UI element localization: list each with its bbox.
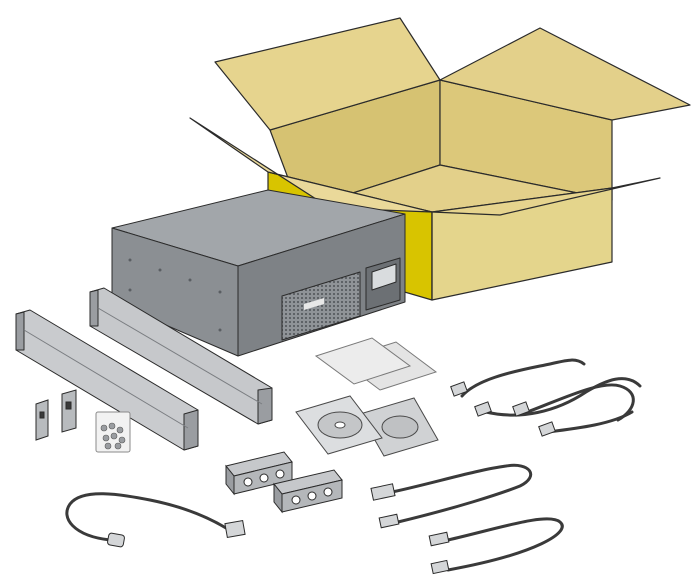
documentation: [314, 337, 438, 391]
output-power-cords: [460, 358, 642, 434]
cd-disc-2: [381, 415, 419, 439]
output-cord-2: [484, 377, 642, 417]
ups-logo: [304, 297, 324, 311]
bracket-right: [61, 389, 77, 433]
rail-left: [15, 309, 199, 451]
bracket-left: [35, 399, 49, 441]
mounting-brackets: [35, 389, 77, 441]
ups-lcd-screen: [371, 263, 397, 291]
usb-connector-1: [428, 531, 450, 547]
serial-connector-2: [378, 513, 400, 529]
screws: [100, 422, 126, 450]
usb-cable: [428, 517, 564, 575]
ups-front-vent: [281, 271, 361, 341]
serial-connector-1: [370, 483, 396, 501]
output-cord-plugs: [450, 381, 556, 437]
input-cord-plug: [107, 532, 125, 548]
doc-sheet-front: [314, 337, 412, 385]
output-cord-1: [460, 358, 586, 398]
screw-bag: [95, 411, 131, 453]
ups-side-screws: [128, 258, 222, 332]
adapter-1: [225, 451, 293, 496]
carton-flap-front-right: [431, 177, 661, 216]
outlet-adapters: [225, 451, 343, 514]
adapter-2: [273, 469, 343, 514]
usb-connector-2: [430, 559, 450, 575]
software-cds: [295, 395, 439, 457]
serial-cable: [370, 463, 533, 529]
output-cord-3: [520, 383, 635, 422]
rail-right: [89, 287, 273, 425]
input-power-cord: [65, 492, 246, 548]
carton-flap-right: [439, 27, 691, 121]
input-cord-connector: [224, 519, 246, 539]
rail-kit: [15, 287, 273, 451]
output-cord-4: [546, 410, 634, 434]
ups-unit: [111, 189, 406, 357]
carton-flap-back: [214, 17, 441, 131]
